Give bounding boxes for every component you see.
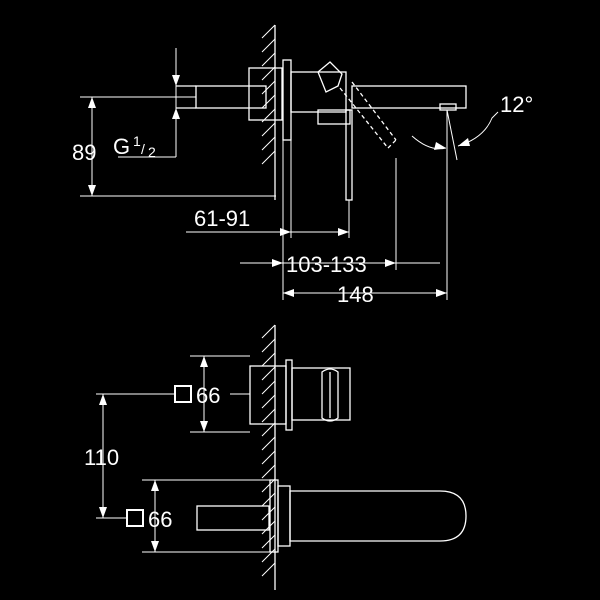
thread-numerator: 1	[133, 133, 141, 149]
svg-text:/: /	[141, 141, 145, 157]
valve-front	[249, 359, 351, 431]
thread-denominator: 2	[148, 144, 156, 160]
wall-hatch-bottom	[261, 324, 276, 590]
spout	[176, 85, 467, 111]
dim-110-label: 110	[84, 445, 119, 470]
square-66-lower-label: 66	[148, 507, 172, 532]
angle-label: 12°	[500, 92, 533, 117]
front-view: 110 66 66	[84, 324, 467, 590]
wall-hatch-top	[261, 24, 276, 200]
valve-body	[248, 59, 353, 201]
dim-110: 110	[84, 393, 176, 519]
dim-89-label: 89	[72, 140, 96, 165]
thread-callout: G 1 / 2	[113, 48, 180, 160]
lever-handle	[317, 61, 397, 149]
dim-89: 89	[72, 96, 276, 197]
square-symbol-upper	[174, 385, 192, 403]
dim-103-133: 103-133	[240, 140, 440, 300]
square-symbol-lower	[126, 509, 144, 527]
square-66-upper: 66	[174, 355, 250, 433]
square-66-upper-label: 66	[196, 383, 220, 408]
dim-103-133-label: 103-133	[286, 252, 367, 277]
square-66-lower: 66	[126, 479, 270, 553]
spout-front	[196, 479, 467, 553]
dim-61-91: 61-91	[186, 140, 350, 238]
dim-148-label: 148	[337, 282, 374, 307]
top-view: 89 G 1 / 2 61-91 1	[72, 24, 533, 307]
dim-148: 148	[283, 110, 448, 307]
angle-12: 12°	[411, 92, 533, 161]
dim-61-91-label: 61-91	[194, 206, 250, 231]
thread-prefix: G	[113, 134, 130, 159]
